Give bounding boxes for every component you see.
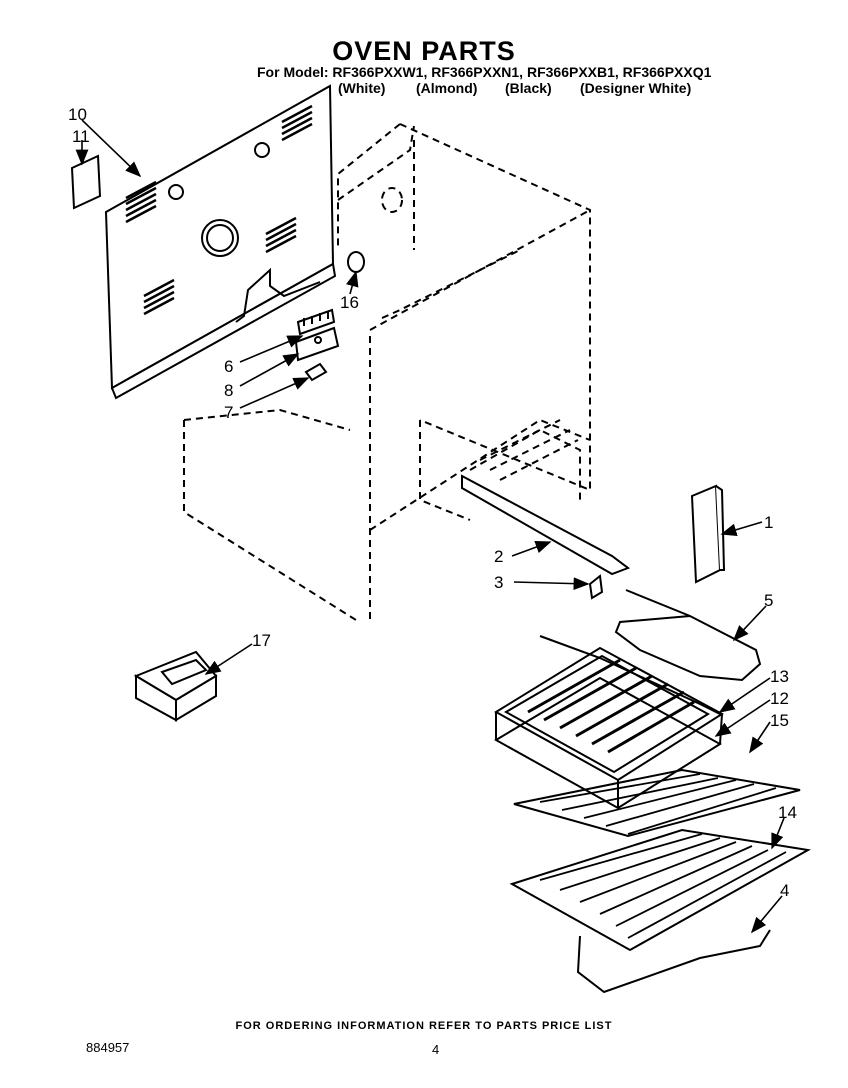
parts-box xyxy=(133,650,218,722)
back-panel xyxy=(104,84,337,400)
document-number: 884957 xyxy=(86,1040,130,1055)
callout-3: 3 xyxy=(494,573,503,592)
callout-7: 7 xyxy=(224,403,233,422)
callout-15: 15 xyxy=(770,711,789,730)
color-designer-white: (Designer White) xyxy=(580,80,692,96)
callout-10: 10 xyxy=(68,105,87,124)
ordering-note: FOR ORDERING INFORMATION REFER TO PARTS … xyxy=(235,1020,613,1032)
callout-12: 12 xyxy=(770,689,789,708)
oven-rack xyxy=(509,768,811,994)
terminal-block xyxy=(294,308,340,382)
leader-lines xyxy=(75,119,785,934)
callout-17: 17 xyxy=(252,631,271,650)
callout-16: 16 xyxy=(340,293,359,312)
callout-2: 2 xyxy=(494,547,503,566)
callout-14: 14 xyxy=(778,803,797,822)
broiler-pan xyxy=(493,646,724,810)
color-white: (White) xyxy=(338,80,386,96)
light-socket xyxy=(347,251,365,273)
page-title: OVEN PARTS xyxy=(332,36,516,66)
callout-4: 4 xyxy=(780,881,789,900)
page-number: 4 xyxy=(432,1042,440,1057)
callout-11: 11 xyxy=(72,127,90,146)
callout-5: 5 xyxy=(764,591,773,610)
bake-element xyxy=(539,589,762,715)
color-black: (Black) xyxy=(505,80,552,96)
callout-13: 13 xyxy=(770,667,789,686)
element-bracket xyxy=(461,474,631,600)
vent-trim xyxy=(690,484,726,584)
oven-cavity xyxy=(183,123,591,622)
callout-1: 1 xyxy=(764,513,773,532)
panel-clip xyxy=(70,154,102,210)
model-list: For Model: RF366PXXW1, RF366PXXN1, RF366… xyxy=(257,64,712,80)
callout-8: 8 xyxy=(224,381,233,400)
callout-6: 6 xyxy=(224,357,233,376)
color-almond: (Almond) xyxy=(416,80,478,96)
